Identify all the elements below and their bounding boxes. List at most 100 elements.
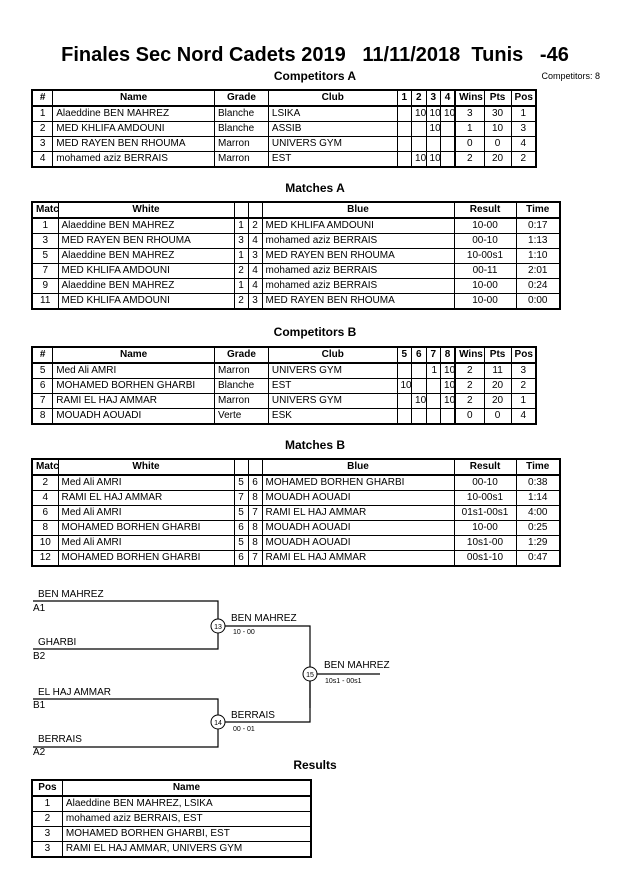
match-14-score: 00 - 01 <box>233 726 255 733</box>
col-header: Time <box>515 458 561 476</box>
match-15-number: 15 <box>306 672 314 679</box>
table-cell: Marron <box>214 393 269 409</box>
table-cell: Marron <box>214 151 269 168</box>
col-header: Match <box>31 458 59 476</box>
col-header: 4 <box>440 89 456 107</box>
table-cell: 1 <box>31 795 63 812</box>
competitors-a-title: Competitors A <box>273 69 357 83</box>
table-cell: 1:29 <box>515 535 561 551</box>
col-header: Pos <box>510 346 537 364</box>
col-header: Name <box>61 779 312 797</box>
match-15-marker <box>302 666 318 682</box>
table-cell: 1 <box>510 105 537 122</box>
col-header: Pts <box>483 346 512 364</box>
table-cell: 2 <box>31 811 63 827</box>
table-cell: 2 <box>454 393 485 409</box>
table-cell: 4 <box>31 151 54 168</box>
table-cell: 00s1-10 <box>453 550 517 567</box>
table-cell: Marron <box>214 362 269 379</box>
match-14-marker <box>210 714 226 730</box>
competitors-count: Competitors: 8 <box>541 71 600 81</box>
matches-a-title: Matches A <box>285 181 345 195</box>
table-cell: Alaeddine BEN MAHREZ, LSIKA <box>61 795 312 812</box>
competitors-b-title: Competitors B <box>273 325 357 339</box>
table-cell: 10-00 <box>453 278 517 294</box>
col-header: Blue <box>261 458 455 476</box>
match-15-score: 10s1 - 00s1 <box>325 678 362 685</box>
bracket-line-13-out <box>218 625 311 708</box>
bracket-player-3: EL HAJ AMMAR <box>38 687 111 698</box>
matches-b-title: Matches B <box>284 438 346 452</box>
table-header-row: Match White Blue Result Time <box>31 458 561 476</box>
match-13-score: 10 - 00 <box>233 629 255 636</box>
results-title: Results <box>293 758 337 772</box>
table-cell: 10 <box>440 393 456 409</box>
col-header: Pts <box>483 89 512 107</box>
table-cell: 8 <box>247 535 263 551</box>
col-header: Wins <box>454 346 485 364</box>
col-header: Grade <box>214 89 269 107</box>
bracket-seed-1: A1 <box>33 603 46 614</box>
table-cell: Marron <box>214 136 269 152</box>
table-cell: 0:47 <box>515 550 561 567</box>
table-cell: 3 <box>31 826 63 842</box>
table-cell: RAMI EL HAJ AMMAR, UNIVERS GYM <box>61 841 312 858</box>
col-header: Result <box>453 458 517 476</box>
table-cell: mohamed aziz BERRAIS <box>261 278 455 294</box>
table-cell: 1 <box>510 393 537 409</box>
table-cell: 0:00 <box>515 293 561 310</box>
match-14-winner: BERRAIS <box>231 710 275 721</box>
match-13-marker <box>210 618 226 634</box>
col-header: Match <box>31 201 59 219</box>
table-cell: 2 <box>454 151 485 168</box>
table-cell: MOUADH AOUADI <box>261 535 455 551</box>
table-cell: 20 <box>483 393 512 409</box>
table-cell: 0 <box>454 408 485 425</box>
table-cell: MOHAMED BORHEN GHARBI <box>57 550 235 567</box>
table-header-row: # Name Grade Club 5 6 7 8 Wins Pts Pos <box>31 346 537 364</box>
col-header: Result <box>453 201 517 219</box>
table-cell: 0:24 <box>515 278 561 294</box>
table-cell: Blanche <box>214 105 269 122</box>
table-cell: mohamed aziz BERRAIS, EST <box>61 811 312 827</box>
table-cell: RAMI EL HAJ AMMAR <box>261 550 455 567</box>
table-cell: UNIVERS GYM <box>267 136 398 152</box>
col-header: Pos <box>31 779 63 797</box>
col-header: 6 <box>411 346 427 364</box>
table-header-row: # Name Grade Club 1 2 3 4 Wins Pts Pos <box>31 89 537 107</box>
competitors-a-table: # Name Grade Club 1 2 3 4 Wins Pts Pos 1… <box>31 89 537 168</box>
bracket-seed-2: B2 <box>33 651 46 662</box>
table-cell: UNIVERS GYM <box>267 393 398 409</box>
bracket-seed-3: B1 <box>33 700 46 711</box>
competitors-b-table: # Name Grade Club 5 6 7 8 Wins Pts Pos 5… <box>31 346 537 425</box>
table-header-row: Match White Blue Result Time <box>31 201 561 219</box>
col-header: Name <box>52 89 215 107</box>
col-header: Wins <box>454 89 485 107</box>
table-cell: 0 <box>483 136 512 152</box>
table-cell: MOHAMED BORHEN GHARBI, EST <box>61 826 312 842</box>
col-header: Blue <box>261 201 455 219</box>
table-cell: 3 <box>31 841 63 858</box>
table-cell: 0 <box>483 408 512 425</box>
bracket-player-2: GHARBI <box>38 637 76 648</box>
